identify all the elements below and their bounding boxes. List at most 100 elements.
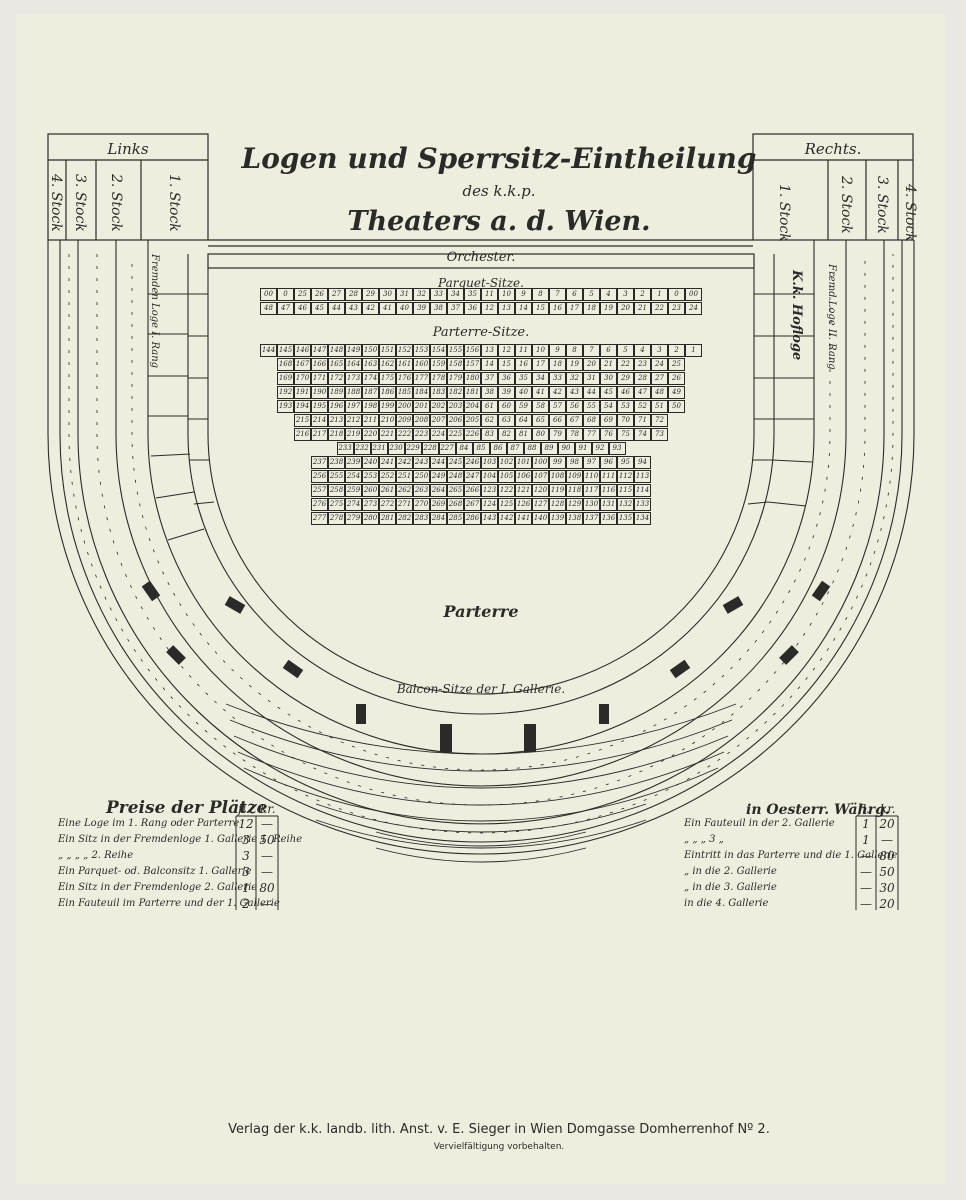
seat: 4: [634, 344, 651, 357]
seat: 59: [515, 400, 532, 413]
price-fl: —: [860, 865, 872, 879]
left-floor-box: [47, 133, 209, 241]
seat: 252: [379, 470, 396, 483]
seat: 72: [651, 414, 668, 427]
seat: 55: [583, 400, 600, 413]
seat: 199: [379, 400, 396, 413]
seat: 83: [481, 428, 498, 441]
seat: 15: [498, 358, 515, 371]
seat: 3: [617, 288, 634, 301]
seat: 149: [345, 344, 362, 357]
seat: 131: [600, 498, 617, 511]
seat: 56: [566, 400, 583, 413]
price-label: „ „ „ 3 „: [684, 834, 724, 845]
seat: 29: [362, 288, 379, 301]
left-floor-2: 2. Stock: [108, 174, 124, 232]
price-kr: 80: [259, 881, 275, 895]
seat: 246: [464, 456, 481, 469]
parquet-label: Parquet-Sitze.: [438, 276, 524, 290]
seat: 125: [498, 498, 515, 511]
seat: 251: [396, 470, 413, 483]
left-floor-1: 1. Stock: [166, 174, 182, 232]
seat: 117: [583, 484, 600, 497]
seat: 144: [260, 344, 277, 357]
seat: 49: [668, 386, 685, 399]
seat: 10: [532, 344, 549, 357]
seat: 153: [413, 344, 430, 357]
seat: 41: [379, 302, 396, 315]
partition-blocks: [141, 580, 831, 752]
seat: 272: [379, 498, 396, 511]
seat: 232: [353, 442, 371, 455]
seat: 177: [413, 372, 430, 385]
seat: 150: [362, 344, 379, 357]
seat: 218: [328, 428, 345, 441]
seat: 230: [387, 442, 405, 455]
seat: 163: [362, 358, 379, 371]
seat: 249: [430, 470, 447, 483]
seat: 76: [600, 428, 617, 441]
seat: 48: [260, 302, 277, 315]
seat: 276: [311, 498, 328, 511]
imperial-box-label: K.k. Hofloge: [789, 270, 804, 361]
right-floor-box: [752, 133, 914, 241]
seat: 93: [608, 442, 626, 455]
seat: 81: [515, 428, 532, 441]
seat: 48: [651, 386, 668, 399]
seat: 257: [311, 484, 328, 497]
seat: 60: [498, 400, 515, 413]
seat: 278: [328, 512, 345, 525]
seat: 147: [311, 344, 328, 357]
seat: 65: [532, 414, 549, 427]
gallery-seat-strips: [68, 254, 894, 834]
seat: 259: [345, 484, 362, 497]
seat: 9: [515, 288, 532, 301]
seat: 270: [413, 498, 430, 511]
price-fl: 3: [242, 833, 250, 847]
seat: 176: [396, 372, 413, 385]
left-fremdenloge-label: Fremden Loge I. Rang: [149, 254, 160, 369]
left-col-fl: fl.: [238, 802, 250, 816]
seat: 77: [583, 428, 600, 441]
seat: 151: [379, 344, 396, 357]
seat: 36: [498, 372, 515, 385]
seat: 181: [464, 386, 481, 399]
price-label: Ein Sitz in der Fremdenloge 1. Gallerie …: [58, 834, 303, 845]
seat: 285: [447, 512, 464, 525]
seat: 204: [464, 400, 481, 413]
seat: 1: [651, 288, 668, 301]
seat: 75: [617, 428, 634, 441]
seat: 16: [549, 302, 566, 315]
seat: 175: [379, 372, 396, 385]
seat: 40: [396, 302, 413, 315]
seat: 54: [600, 400, 617, 413]
balcon-label: Balcon-Sitze der I. Gallerie.: [396, 682, 566, 696]
seat: 262: [396, 484, 413, 497]
seat: 202: [430, 400, 447, 413]
seat: 30: [600, 372, 617, 385]
seat: 221: [379, 428, 396, 441]
seat: 237: [311, 456, 328, 469]
seat: 21: [600, 358, 617, 371]
seat: 273: [362, 498, 379, 511]
right-col-kr: kr.: [880, 802, 896, 816]
orchestra-pit: [207, 253, 755, 269]
seat: 135: [617, 512, 634, 525]
seat: 42: [549, 386, 566, 399]
publisher-line: Verlag der k.k. landb. lith. Anst. v. E.…: [228, 1122, 770, 1137]
seat: 87: [506, 442, 524, 455]
seat: 20: [583, 358, 600, 371]
seat: 139: [549, 512, 566, 525]
seat: 47: [634, 386, 651, 399]
seat: 160: [413, 358, 430, 371]
seat: 233: [336, 442, 354, 455]
seat: 16: [515, 358, 532, 371]
seat: 256: [311, 470, 328, 483]
seat: 00: [260, 288, 277, 301]
seat: 286: [464, 512, 481, 525]
seat: 41: [532, 386, 549, 399]
seat: 25: [668, 358, 685, 371]
price-label: Ein Fauteuil in der 2. Gallerie: [684, 818, 835, 829]
seat: 40: [515, 386, 532, 399]
seat: 00: [685, 288, 702, 301]
